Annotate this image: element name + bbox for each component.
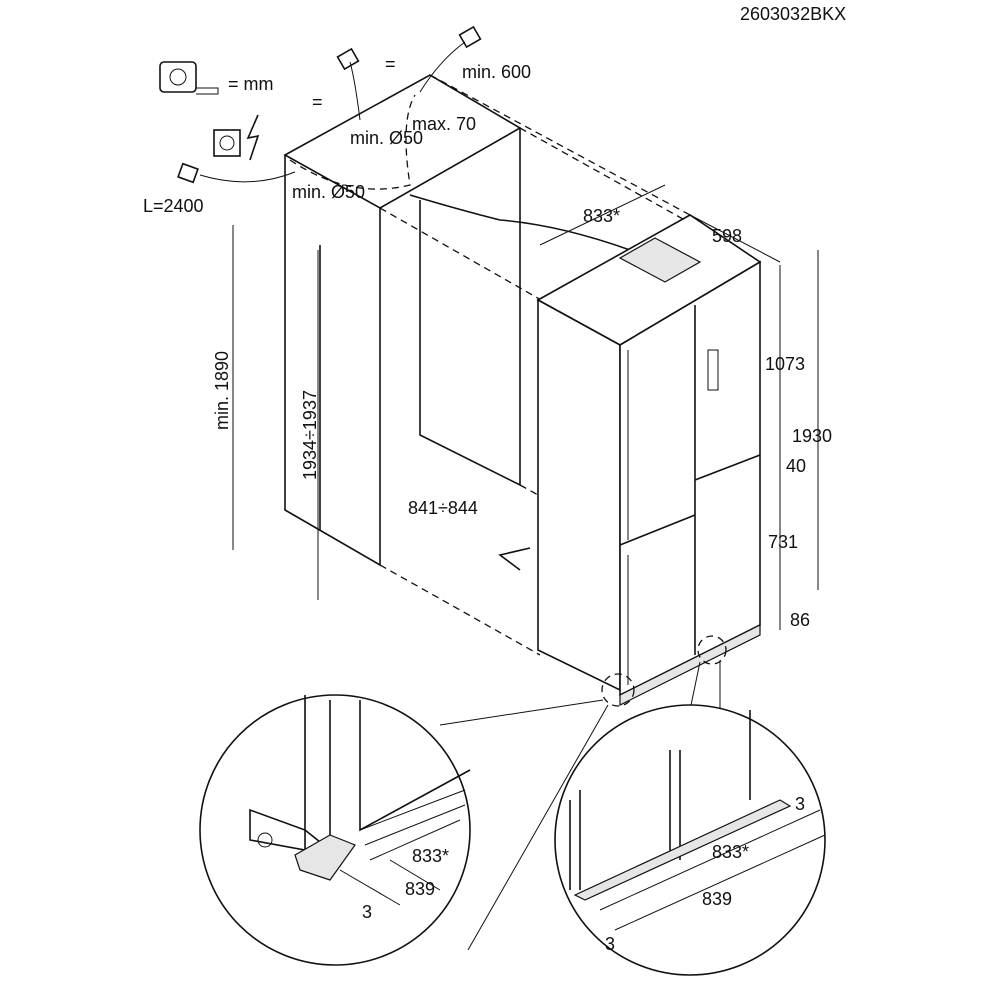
detail-right-width: 839: [702, 889, 732, 909]
power-cable: [177, 25, 631, 251]
detail-right: 3 833* 839 3: [554, 704, 826, 976]
detail-left: 833* 839 3: [199, 694, 471, 966]
socket-lightning-icon: [213, 114, 260, 161]
height-range-label: 1934÷1937: [300, 390, 320, 480]
push-arrow: [498, 547, 531, 571]
fridge-depth-label: 598: [712, 226, 742, 246]
detail-left-width-star: 833*: [412, 846, 449, 866]
detail-right-width-star: 833*: [712, 842, 749, 862]
detail-right-offset-top: 3: [795, 794, 805, 814]
equal-mark-left: =: [312, 92, 323, 112]
detail-right-offset-bottom: 3: [605, 934, 615, 954]
gap-label: 40: [786, 456, 806, 476]
cable-length-label: L=2400: [143, 196, 204, 216]
min-height-label: min. 1890: [212, 351, 232, 430]
min-depth-label: min. 600: [462, 62, 531, 82]
total-height-label: 1930: [792, 426, 832, 446]
detail-left-width: 839: [405, 879, 435, 899]
lower-height-label: 731: [768, 532, 798, 552]
fridge-illustration: [498, 214, 762, 706]
base-height-label: 86: [790, 610, 810, 630]
top-hole-max-label: max. 70: [412, 114, 476, 134]
side-hole-label: min. Ø50: [292, 182, 365, 202]
equal-mark-right: =: [385, 54, 396, 74]
detail-left-offset: 3: [362, 902, 372, 922]
upper-height-label: 1073: [765, 354, 805, 374]
model-code: 2603032BKX: [740, 4, 846, 24]
tape-measure-icon: [159, 61, 219, 95]
unit-label: = mm: [228, 74, 274, 94]
width-range-label: 841÷844: [408, 498, 478, 518]
top-hole-label: min. Ø50: [350, 128, 423, 148]
fridge-width-label: 833*: [583, 206, 620, 226]
